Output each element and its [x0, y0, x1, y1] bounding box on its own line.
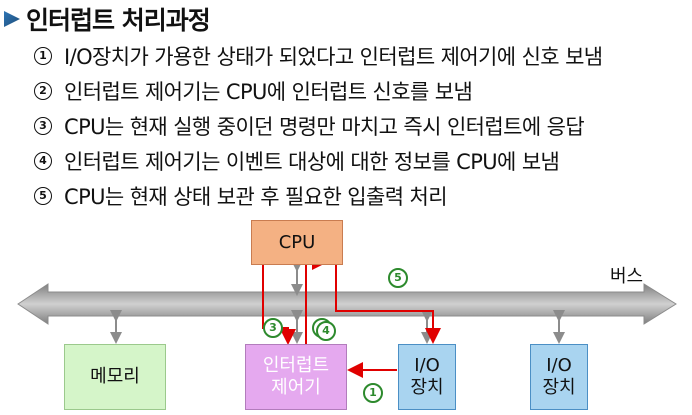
- step-text: I/O장치가 가용한 상태가 되었다고 인터럽트 제어기에 신호 보냄: [64, 44, 603, 69]
- step-number-badge: 1: [34, 46, 52, 65]
- step-marker-3: 3: [263, 318, 283, 338]
- io-device-label: I/O 장치: [542, 355, 576, 398]
- step-number-badge: 3: [34, 116, 52, 135]
- step-text: CPU는 현재 상태 보관 후 필요한 입출력 처리: [64, 184, 448, 209]
- cpu-label: CPU: [278, 231, 316, 253]
- step-text: CPU는 현재 실행 중이던 명령만 마치고 즉시 인터럽트에 응답: [64, 114, 585, 139]
- cpu-box: CPU: [251, 220, 343, 265]
- signal-path-step5: [335, 257, 441, 344]
- step-marker-4: 4: [316, 321, 336, 341]
- memory-box: 메모리: [64, 344, 166, 410]
- step-list: 1 I/O장치가 가용한 상태가 되었다고 인터럽트 제어기에 신호 보냄 2 인터…: [34, 38, 603, 213]
- memory-label: 메모리: [90, 366, 140, 387]
- page-title: 인터럽트 처리과정: [4, 2, 211, 36]
- interrupt-controller-box: 인터럽트 제어기: [245, 344, 347, 410]
- io-device-box: I/O 장치: [530, 344, 588, 410]
- io-device-label: I/O 장치: [410, 355, 444, 398]
- step-text: 인터럽트 제어기는 CPU에 인터럽트 신호를 보냄: [64, 79, 473, 104]
- step-item: 5 CPU는 현재 상태 보관 후 필요한 입출력 처리: [34, 178, 603, 213]
- step-marker-5: 5: [388, 268, 408, 288]
- step-number-badge: 4: [34, 151, 52, 170]
- step-number-badge: 5: [34, 186, 52, 205]
- interrupt-controller-label: 인터럽트 제어기: [262, 355, 330, 398]
- page-title-text: 인터럽트 처리과정: [26, 6, 211, 35]
- io-device-box: I/O 장치: [398, 344, 456, 410]
- step-item: 2 인터럽트 제어기는 CPU에 인터럽트 신호를 보냄: [34, 73, 603, 108]
- step-text: 인터럽트 제어기는 이벤트 대상에 대한 정보를 CPU에 보냄: [64, 149, 560, 174]
- step-item: 4 인터럽트 제어기는 이벤트 대상에 대한 정보를 CPU에 보냄: [34, 143, 603, 178]
- step-item: 3 CPU는 현재 실행 중이던 명령만 마치고 즉시 인터럽트에 응답: [34, 108, 603, 143]
- step-item: 1 I/O장치가 가용한 상태가 되었다고 인터럽트 제어기에 신호 보냄: [34, 38, 603, 73]
- bus-label: 버스: [610, 266, 644, 287]
- step-number-badge: 2: [34, 81, 52, 100]
- system-bus: [17, 283, 677, 325]
- step-marker-1: 1: [363, 383, 383, 403]
